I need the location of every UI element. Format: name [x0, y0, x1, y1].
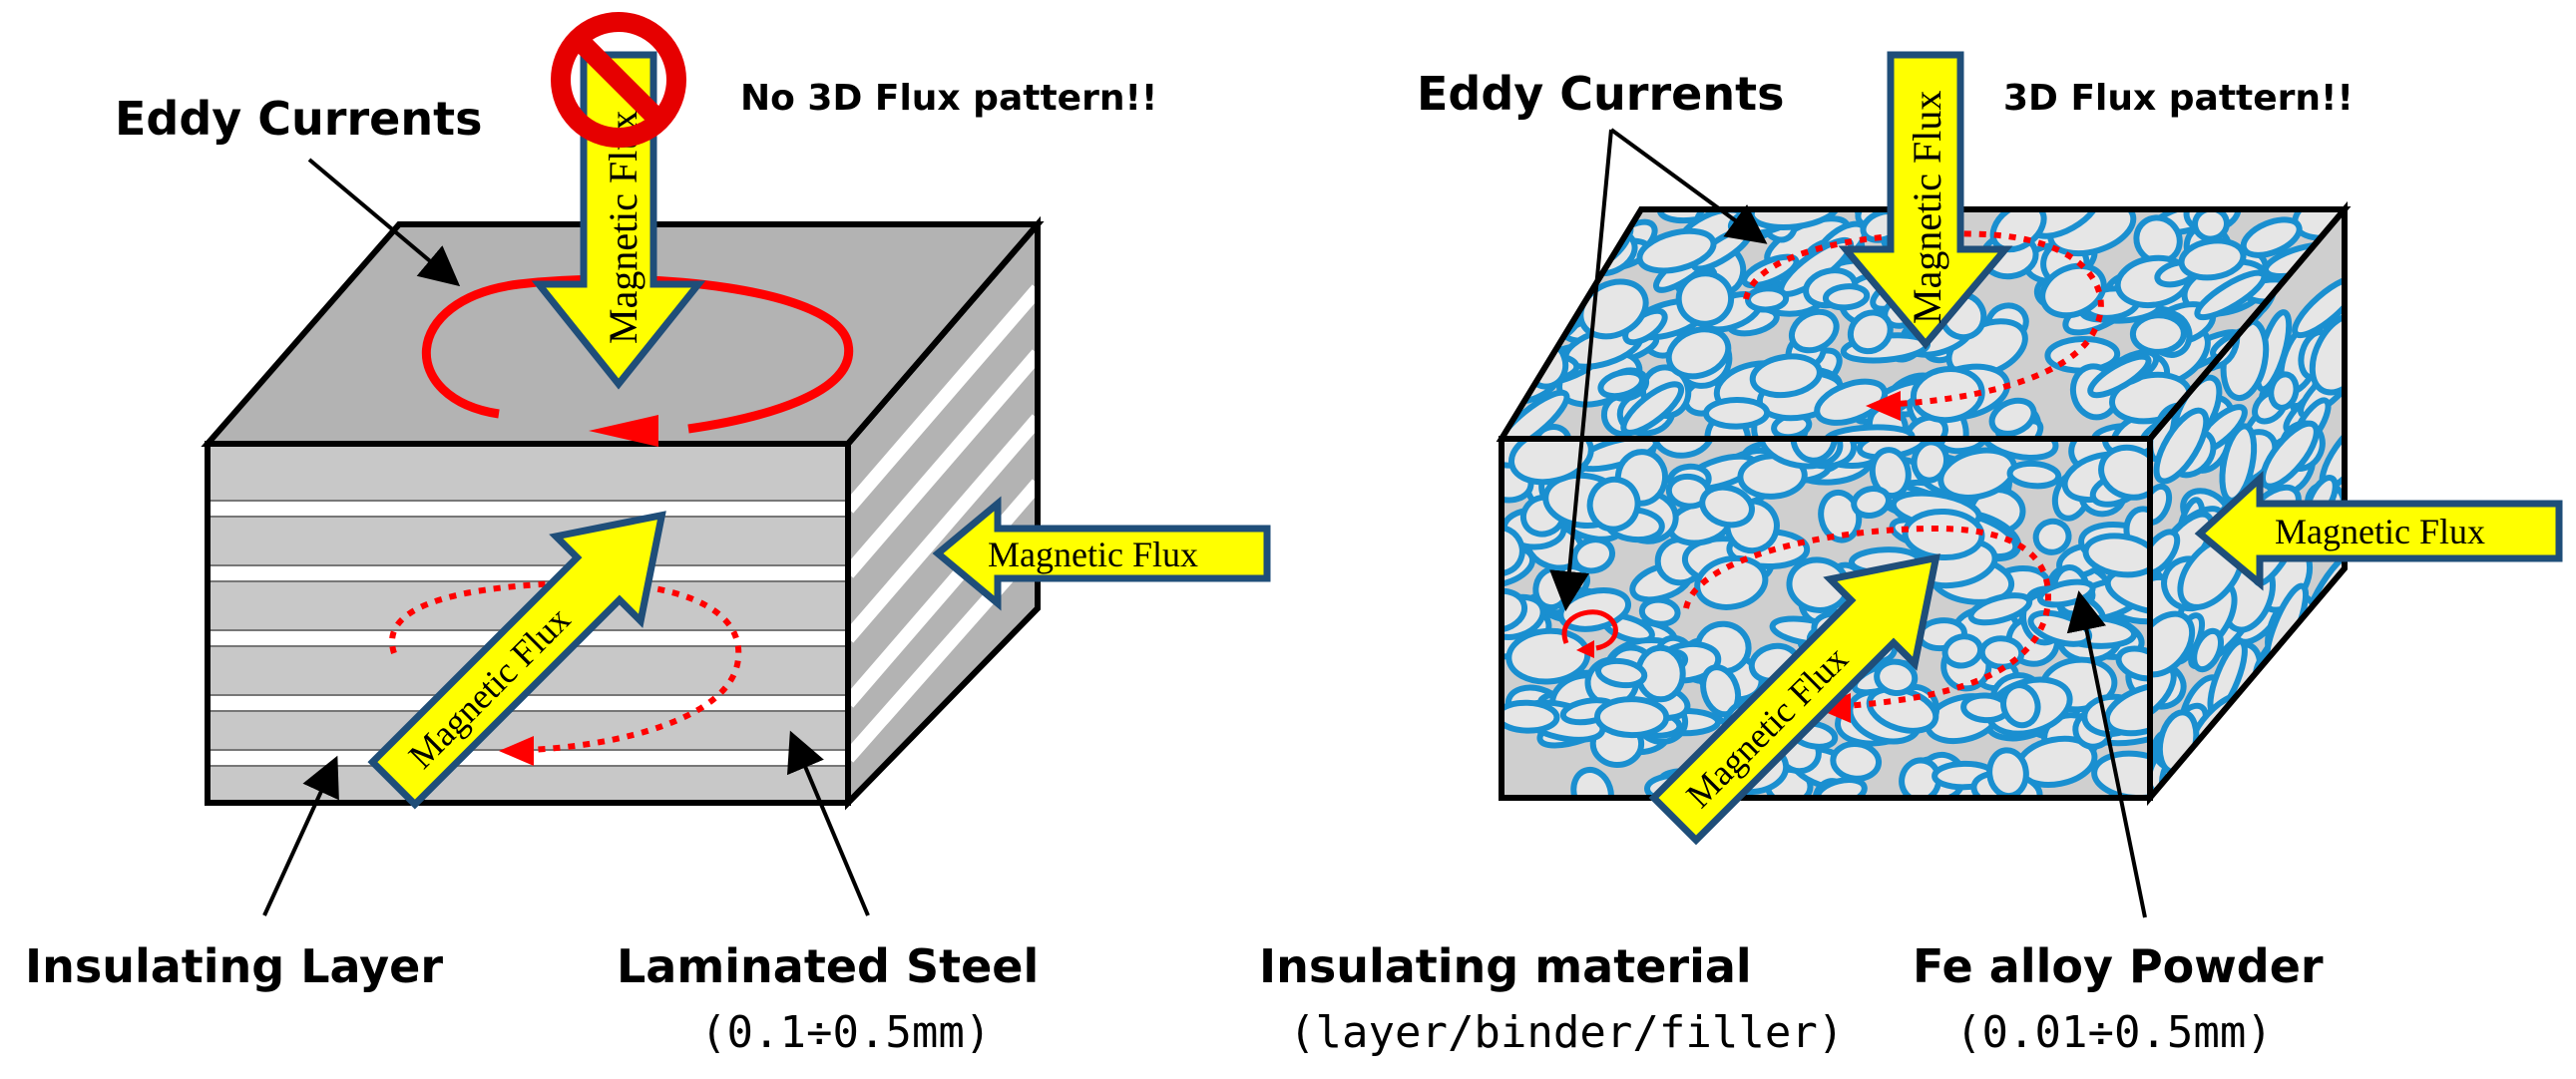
powder-grain	[1790, 439, 1838, 464]
powder-grain	[2296, 742, 2345, 794]
eddy-currents-label-left: Eddy Currents	[115, 92, 482, 146]
powder-grain	[1988, 397, 2037, 437]
magnetic-flux-arrow-side-left: Magnetic Flux	[932, 496, 1271, 611]
powder-grain	[2259, 420, 2320, 490]
flux-label-top-left: Magnetic Flux	[601, 111, 645, 344]
prohibition-sign-icon	[551, 12, 686, 148]
powder-grain	[2194, 269, 2268, 321]
powder-grain	[2150, 483, 2173, 526]
powder-grain	[1978, 635, 2025, 670]
powder-grain	[1502, 284, 1552, 316]
powder-grain	[1703, 396, 1771, 430]
fe-alloy-powder-label: Fe alloy Powder	[1913, 939, 2324, 993]
eddy-current-loop-top-right	[1743, 230, 2104, 421]
powder-grain	[2240, 216, 2303, 258]
powder-grain	[1502, 314, 1560, 352]
insulating-material-sub: (layer/binder/filler)	[1289, 1007, 1844, 1058]
laminated-steel-label: Laminated Steel	[617, 939, 1039, 993]
powder-grain	[1620, 381, 1685, 436]
powder-grain	[1788, 308, 1840, 354]
powder-grain	[2263, 675, 2327, 756]
powder-grain	[1814, 777, 1868, 798]
powder-grain	[1910, 366, 1985, 424]
powder-grain	[1741, 253, 1800, 289]
powder-grain	[2153, 407, 2210, 485]
powder-grain	[1636, 227, 1717, 274]
powder-grain	[1502, 245, 1553, 294]
powder-grain	[1967, 592, 2033, 626]
powder-grain	[2087, 353, 2152, 399]
no-3d-flux-note: No 3D Flux pattern!!	[740, 78, 1157, 119]
powder-grain	[1814, 378, 1889, 426]
powder-grain	[1594, 657, 1648, 689]
powder-grain	[1869, 447, 1912, 500]
powder-grain	[2000, 682, 2041, 729]
magnetic-flux-arrow-side-right: Magnetic Flux	[2194, 471, 2563, 591]
powder-grain	[2129, 312, 2187, 355]
eddy-currents-label-right: Eddy Currents	[1417, 67, 1784, 121]
powder-grain	[1847, 309, 1894, 355]
magnetic-flux-arrow-top-left: Magnetic Flux	[531, 51, 706, 390]
powder-grain	[1502, 227, 1568, 274]
powder-grain	[1904, 414, 1948, 439]
powder-grain	[2103, 682, 2150, 737]
eddy-current-small-loop	[1561, 609, 1618, 658]
powder-grain	[1570, 766, 1614, 798]
powder-grain	[1675, 270, 1735, 327]
powder-grain	[2039, 262, 2107, 319]
powder-grain	[1638, 596, 1681, 627]
powder-grain	[1694, 554, 1769, 610]
powder-grain	[1902, 508, 1985, 561]
powder-grain	[2219, 423, 2258, 504]
powder-grain	[1986, 747, 2029, 798]
powder-grain	[2006, 460, 2062, 490]
powder-grain	[2220, 732, 2274, 797]
powder-grain	[2285, 655, 2345, 728]
powder-grain	[1874, 658, 1919, 696]
powder-grain	[1505, 627, 1591, 685]
powder-grain	[2222, 774, 2277, 798]
powder-grain	[1502, 239, 1566, 276]
3d-flux-note: 3D Flux pattern!!	[2003, 78, 2354, 119]
insulating-material-label: Insulating material	[1259, 939, 1752, 993]
powder-grain	[1699, 484, 1755, 529]
powder-grain	[2296, 762, 2345, 798]
powder-grain	[1594, 696, 1670, 739]
flux-label-side-left: Magnetic Flux	[988, 535, 1198, 574]
powder-grain	[1749, 353, 1823, 399]
powder-grain	[2236, 766, 2274, 798]
powder-grain	[2082, 533, 2150, 578]
laminated-steel-thickness: (0.1÷0.5mm)	[700, 1007, 991, 1058]
magnetic-flux-arrow-top-right: Magnetic Flux	[1838, 51, 2013, 350]
powder-grain	[1503, 314, 1548, 360]
flux-label-side-right: Magnetic Flux	[2275, 512, 2485, 551]
fe-alloy-powder-size: (0.01÷0.5mm)	[1955, 1007, 2273, 1058]
powder-grain	[1665, 326, 1732, 380]
powder-grain	[2262, 660, 2307, 714]
powder-grain	[2178, 237, 2247, 281]
powder-grain	[1822, 283, 1871, 311]
powder-grain	[1597, 369, 1645, 400]
insulating-layer-label: Insulating Layer	[25, 939, 443, 993]
powder-grain	[2098, 444, 2150, 501]
powder-grain	[2115, 645, 2150, 682]
powder-grain	[2268, 371, 2300, 411]
powder-grain	[1502, 699, 1560, 734]
powder-grain	[1830, 741, 1883, 782]
powder-grain	[1507, 439, 1594, 486]
powder-grain	[1586, 476, 1641, 533]
flux-label-top-right: Magnetic Flux	[1905, 91, 1949, 324]
powder-grain	[1851, 486, 1892, 519]
powder-grain	[1502, 524, 1525, 577]
powder-grain	[2185, 765, 2252, 798]
powder-grain	[1651, 439, 1715, 459]
powder-grain	[2032, 518, 2072, 555]
eddy-current-loop-front-right	[1683, 525, 2051, 723]
powder-grain	[1745, 285, 1790, 313]
eddy-current-loop-layer	[389, 579, 742, 766]
